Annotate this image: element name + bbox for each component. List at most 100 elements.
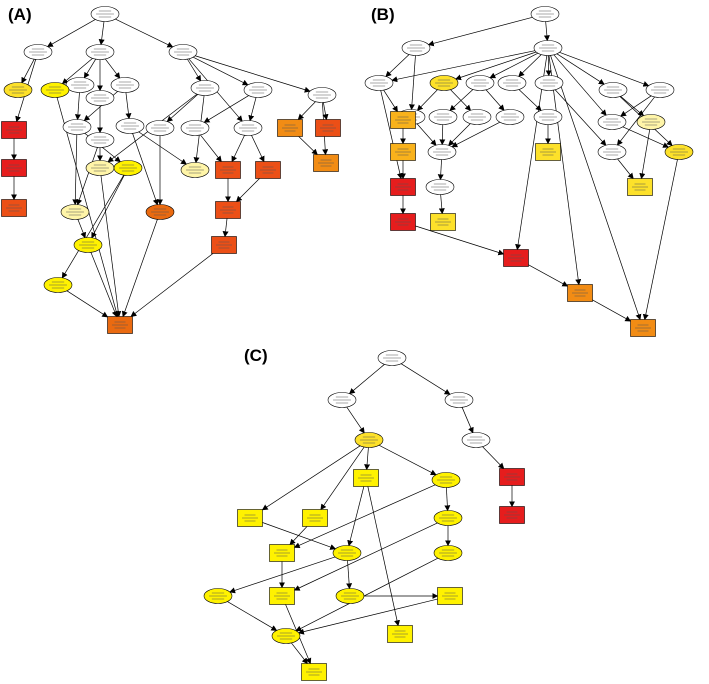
node-b30	[567, 284, 593, 302]
edge-b3-b31	[550, 55, 642, 321]
panel-label-c: (C)	[244, 346, 268, 365]
edge-c8-c12	[347, 486, 365, 547]
edges-layer	[11, 16, 678, 665]
node-b6	[465, 75, 495, 91]
edge-a1-a4	[115, 18, 174, 48]
edge-a3-a6	[104, 58, 121, 79]
edge-c4-c8	[364, 447, 371, 471]
edge-c21-c22	[291, 642, 308, 665]
edge-b20-b31	[642, 159, 678, 321]
node-a27	[1, 159, 27, 177]
edge-c5-c6	[482, 446, 505, 470]
node-c11	[302, 509, 328, 527]
edge-b1-b2	[427, 16, 533, 47]
node-a30	[313, 154, 339, 172]
edge-c8-c20	[367, 486, 400, 627]
edge-c12-c15	[229, 556, 336, 594]
edge-b12-b14	[451, 121, 501, 148]
edge-b2-b9	[408, 55, 416, 111]
edge-a9-a14	[248, 97, 257, 122]
edge-a14-a33	[251, 135, 265, 163]
node-a26	[1, 121, 27, 139]
edge-a12-a22	[132, 133, 159, 206]
node-c13	[433, 510, 463, 526]
edge-c4-c9	[378, 444, 437, 476]
node-a22	[145, 204, 175, 220]
edge-c3-c5	[461, 407, 474, 434]
edge-a35-a36	[130, 253, 214, 317]
node-b29	[503, 249, 529, 267]
node-b5	[429, 75, 459, 91]
edge-b7-b13	[518, 89, 542, 112]
edge-b5-b11	[450, 89, 472, 111]
edge-a25-a36	[66, 290, 109, 318]
node-a32	[215, 161, 241, 179]
node-b3	[533, 40, 563, 56]
node-a5	[65, 77, 95, 93]
node-c3	[444, 392, 474, 408]
edge-b1-b3	[543, 21, 550, 42]
edge-a18-a36	[56, 97, 120, 318]
node-b17	[645, 82, 675, 98]
edge-c15-c21	[227, 601, 278, 631]
node-b21	[425, 179, 455, 195]
node-c6	[499, 468, 525, 486]
node-c22	[301, 663, 327, 681]
node-b27	[430, 213, 456, 231]
node-c17	[269, 587, 295, 605]
edge-b21-b27	[438, 194, 445, 215]
edge-b2-b4	[385, 54, 410, 78]
edge-a22-a36	[121, 219, 158, 318]
edge-a14-a32	[231, 135, 245, 163]
node-a36	[107, 316, 133, 334]
node-a15	[145, 120, 175, 136]
nodes-layer	[1, 6, 694, 681]
edge-a33-a34	[235, 178, 260, 203]
node-c10	[237, 509, 263, 527]
edge-a24-a36	[90, 252, 118, 318]
edge-a4-a8	[187, 58, 202, 82]
edge-a34-a35	[222, 218, 229, 238]
edge-c18-c21	[295, 557, 439, 632]
node-b1	[530, 6, 560, 22]
node-c7	[499, 506, 525, 524]
edge-b25-b29	[415, 225, 505, 256]
node-a28	[1, 199, 27, 217]
node-c2	[327, 392, 357, 408]
edge-a21-a24	[77, 219, 86, 239]
node-a3	[85, 44, 115, 60]
node-c5	[461, 432, 491, 448]
edge-b9-b14	[416, 123, 437, 146]
panel-label-b: (B)	[371, 5, 395, 24]
edge-b3-b30	[548, 55, 582, 286]
node-a7	[85, 90, 115, 106]
edge-a6-a12	[125, 92, 132, 120]
node-c21	[271, 628, 301, 644]
edge-c19-c21	[297, 598, 438, 635]
node-b8	[534, 75, 564, 91]
edge-b3-b8	[545, 55, 552, 77]
edge-a3-a5	[83, 58, 96, 79]
node-b26	[535, 143, 561, 161]
edge-b15-b28	[617, 158, 634, 180]
node-c4	[354, 432, 384, 448]
edge-a11-a21	[72, 134, 79, 206]
node-a13	[85, 132, 115, 148]
edge-a13-a21	[76, 147, 98, 206]
edge-a5-a11	[74, 92, 81, 121]
node-a21	[60, 204, 90, 220]
node-b16	[598, 82, 628, 98]
node-a35	[211, 236, 237, 254]
node-c18	[433, 545, 463, 561]
node-b2	[401, 40, 431, 56]
edge-b19-b20	[622, 126, 669, 148]
edge-b3-b5	[455, 51, 537, 81]
edge-b4-b22	[383, 89, 398, 113]
node-b15	[597, 144, 627, 160]
edge-b6-b12	[485, 89, 505, 111]
edge-a4-a10	[195, 55, 311, 93]
edge-a10-a29	[297, 101, 316, 121]
node-c19	[437, 587, 463, 605]
node-a10	[307, 87, 337, 103]
